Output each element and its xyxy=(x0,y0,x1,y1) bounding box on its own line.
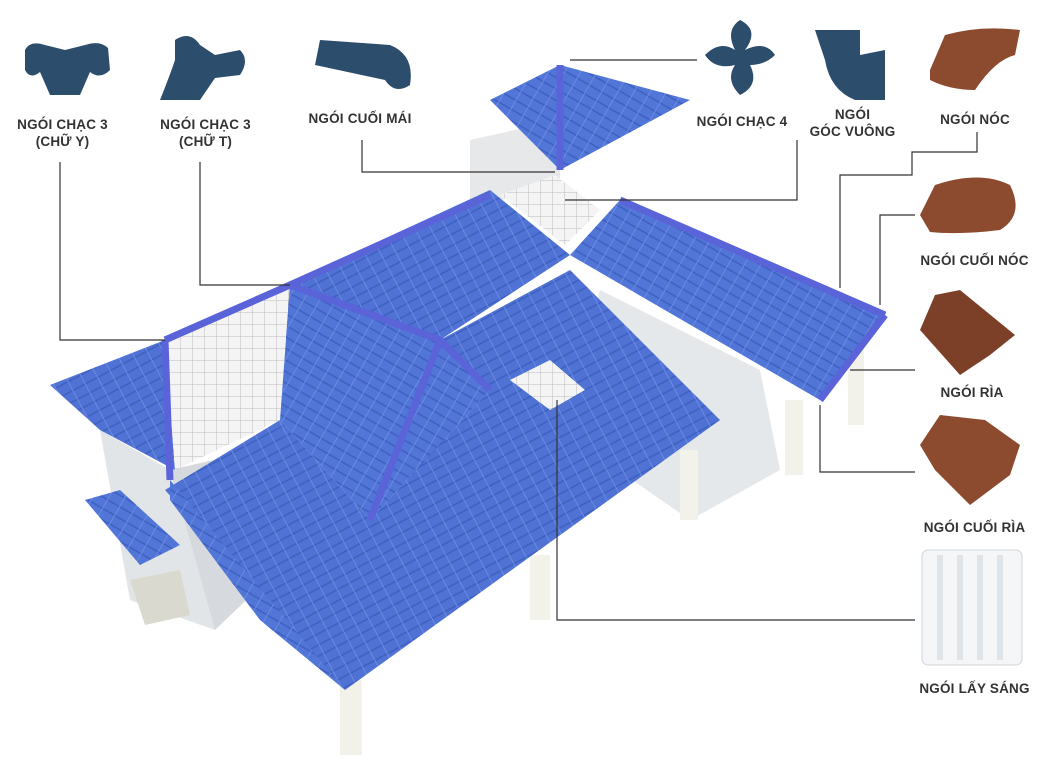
tile-lay-sang-image xyxy=(921,549,1023,666)
tile-ria-image xyxy=(920,290,1015,375)
label-goc-vuong: NGÓI GÓC VUÔNG xyxy=(800,106,905,140)
leader-cuoi-noc xyxy=(879,214,915,305)
leader-lay-sang xyxy=(556,400,915,621)
label-noc: NGÓI NÓC xyxy=(940,112,1010,127)
leader-chac3-y xyxy=(59,162,165,341)
leader-noc xyxy=(839,132,978,288)
label-cuoi-ria: NGÓI CUỐI RÌA xyxy=(923,520,1026,535)
label-chac4: NGÓI CHẠC 4 xyxy=(696,114,788,129)
leader-goc-vuong xyxy=(565,140,798,201)
label-chac3-t-line2: (CHỮ T) xyxy=(178,134,233,149)
leader-chac3-t xyxy=(199,162,290,286)
tile-noc-image xyxy=(930,28,1020,90)
tile-chac4-image xyxy=(705,20,775,95)
label-goc-vuong-line1: NGÓI xyxy=(834,107,871,122)
leader-lines xyxy=(59,59,978,621)
leader-cuoi-mai xyxy=(361,140,555,173)
label-chac3-y-line2: (CHỮ Y) xyxy=(35,134,90,149)
label-goc-vuong-line2: GÓC VUÔNG xyxy=(809,124,896,139)
label-chac3-y-line1: NGÓI CHẠC 3 xyxy=(17,117,108,132)
tile-cuoi-mai-image xyxy=(315,40,411,89)
tile-chac3-y-image xyxy=(25,43,110,95)
tile-chac3-t-image xyxy=(160,36,245,100)
label-lay-sang: NGÓI LẤY SÁNG xyxy=(919,681,1030,696)
label-chac3-y: NGÓI CHẠC 3 (CHỮ Y) xyxy=(10,116,115,150)
label-cuoi-noc: NGÓI CUỐI NÓC xyxy=(920,253,1029,268)
tile-cuoi-noc-image xyxy=(920,177,1016,234)
tile-goc-vuong-image xyxy=(815,30,885,100)
roof xyxy=(50,65,888,690)
tile-cuoi-ria-image xyxy=(920,415,1020,505)
label-cuoi-mai: NGÓI CUỐI MÁI xyxy=(308,111,412,126)
label-ria: NGÓI RÌA xyxy=(940,385,1004,400)
leader-cuoi-ria xyxy=(819,405,915,473)
label-chac3-t: NGÓI CHẠC 3 (CHỮ T) xyxy=(153,116,258,150)
label-chac3-t-line1: NGÓI CHẠC 3 xyxy=(160,117,251,132)
